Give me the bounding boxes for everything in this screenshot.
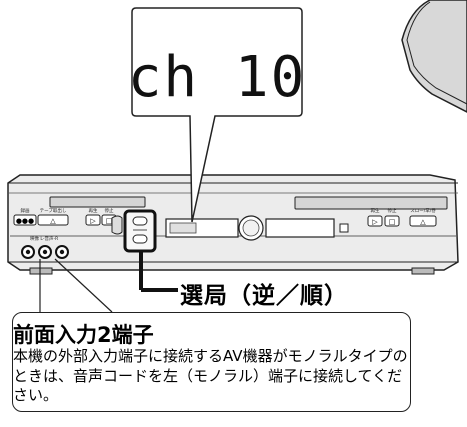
channel-leader-line: [139, 251, 178, 292]
front-input-description: 本機の外部入力端子に接続するAV機器がモノラルタイプのときは、音声コードを左（モ…: [13, 347, 408, 404]
channel-display-text: ch 10: [128, 45, 307, 110]
channel-select-label: 選局（逆／順）: [180, 283, 348, 309]
channel-buttons: [123, 209, 157, 253]
svg-text:スロー/早/巻: スロー/早/巻: [410, 207, 436, 214]
front-input-jacks: [21, 245, 69, 259]
svg-text:△: △: [50, 217, 56, 225]
svg-text:停止: 停止: [105, 207, 114, 214]
front-input-title: 前面入力2端子: [13, 323, 154, 347]
svg-text:停止: 停止: [388, 207, 397, 214]
svg-text:●●●: ●●●: [16, 217, 34, 225]
remote-control: [401, 0, 467, 113]
svg-text:映像 L-音声-R: 映像 L-音声-R: [30, 235, 58, 242]
svg-text:録画: 録画: [21, 207, 30, 214]
svg-text:再生: 再生: [89, 207, 98, 214]
svg-text:テープ取出し: テープ取出し: [40, 207, 67, 214]
svg-text:▷: ▷: [90, 217, 96, 225]
jack-leader-lines: [39, 258, 113, 313]
panel-labels: 録画 テープ取出し 再生 停止 再生 停止 スロー/早/巻 映像 L-音声-R: [21, 207, 437, 242]
svg-text:▷: ▷: [372, 218, 378, 226]
front-panel-center: [111, 215, 349, 241]
front-input-callout-box: [12, 312, 411, 412]
display-callout-bubble: [131, 7, 303, 223]
right-control-buttons: ▷ □ △: [367, 215, 437, 227]
svg-text:□: □: [389, 218, 396, 226]
svg-text:再生: 再生: [371, 207, 380, 214]
svg-text:□: □: [106, 217, 113, 225]
left-control-buttons: ●●● △ ▷ □: [13, 214, 117, 226]
svg-text:△: △: [420, 218, 426, 226]
